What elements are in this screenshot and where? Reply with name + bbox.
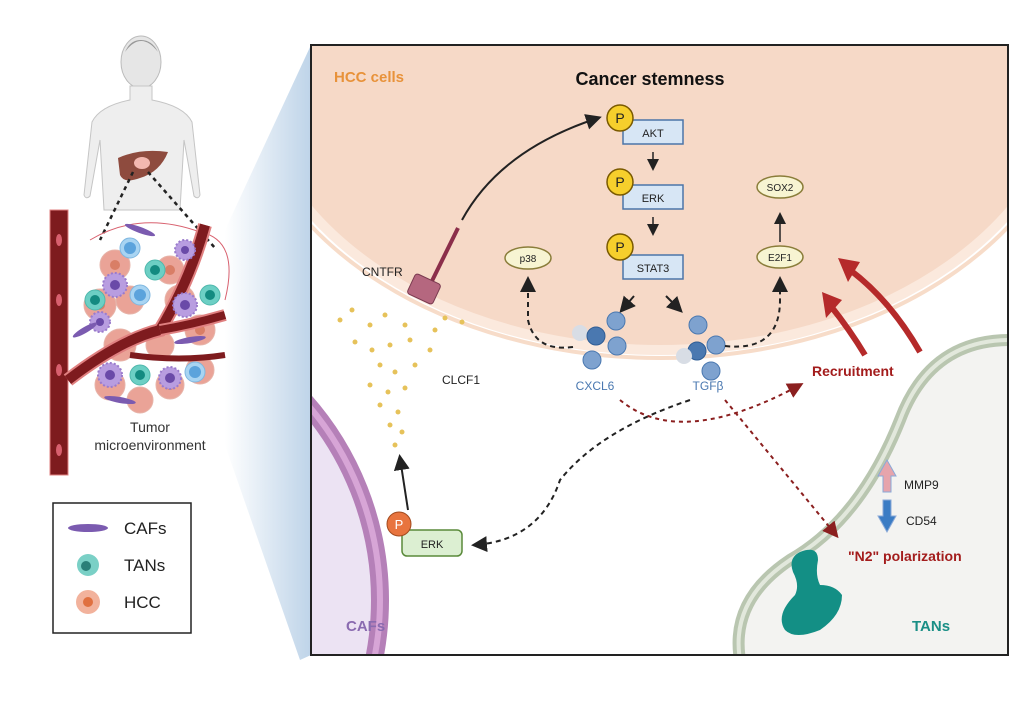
svg-text:p38: p38: [520, 254, 537, 265]
n2-polarization-label: "N2" polarization: [848, 548, 962, 564]
cxcl6-to-recruitment-arrow: [619, 383, 804, 423]
caf-cell-body: [311, 408, 380, 655]
tgfb-to-e2f1-arrow: [724, 276, 788, 348]
cntfr-to-akt-arrow: [461, 114, 602, 221]
cntfr-receptor-stalk: [428, 227, 460, 286]
tumor-microenvironment-illustration: [49, 209, 230, 476]
akt-node: AKT P: [606, 104, 684, 145]
legend: CAFs TANs HCC: [52, 502, 192, 634]
clcf1-label: CLCF1: [442, 373, 480, 387]
recruitment-arrow-2: [848, 267, 923, 354]
tme-label-2: microenvironment: [94, 437, 205, 453]
phospho-icon: [386, 511, 412, 537]
cntfr-label: CNTFR: [362, 265, 403, 279]
cd54-down-arrow-icon: [877, 499, 897, 534]
cd54-label: CD54: [906, 514, 937, 528]
clcf1-particles: [337, 307, 465, 448]
cntfr-receptor-icon: [407, 273, 441, 305]
svg-text:ERK: ERK: [642, 193, 665, 205]
mmp9-label: MMP9: [904, 478, 939, 492]
tgfb-molecules: [676, 315, 726, 381]
stat3-node: STAT3 P: [606, 233, 684, 280]
main-panel-frame: [310, 44, 1009, 656]
legend-label-cafs: CAFs: [124, 519, 167, 538]
caf-spindle-icon: [68, 524, 108, 532]
cxcl6-to-p38-arrow: [520, 276, 574, 349]
erk-node: ERK P: [606, 168, 684, 210]
cafs-label: CAFs: [346, 618, 385, 635]
hcc-cell-icon: [76, 590, 100, 614]
svg-text:STAT3: STAT3: [637, 263, 670, 275]
human-body-icon: [83, 35, 201, 211]
cancer-stemness-title: Cancer stemness: [575, 69, 724, 89]
zoom-line-right: [147, 171, 216, 249]
tan-cell-icon: [77, 554, 99, 576]
svg-text:ERK: ERK: [421, 539, 444, 551]
hcc-cells-label: HCC cells: [334, 69, 404, 86]
legend-label-tans: TANs: [124, 556, 165, 575]
tme-label-1: Tumor: [130, 419, 170, 435]
mmp9-up-arrow-icon: [877, 458, 897, 493]
phospho-icon: [606, 168, 634, 196]
tgfb-to-caf-erk-arrow: [471, 399, 691, 553]
liver-icon: [118, 150, 168, 181]
tan-nucleus-icon: [781, 549, 842, 635]
svg-text:P: P: [615, 110, 624, 126]
svg-text:P: P: [615, 174, 624, 190]
p38-node: p38: [504, 246, 552, 270]
caf-erk-node: ERK P: [386, 511, 463, 557]
svg-text:SOX2: SOX2: [767, 183, 794, 194]
svg-text:P: P: [615, 239, 624, 255]
sox2-node: SOX2: [756, 175, 804, 199]
cxcl6-molecules: [572, 311, 627, 370]
cxcl6-label: CXCL6: [576, 379, 615, 393]
tgfb-label: TGFβ: [693, 379, 724, 393]
stat3-to-cxcl6-arrow: [619, 295, 636, 314]
legend-label-hcc: HCC: [124, 593, 161, 612]
svg-text:P: P: [395, 517, 404, 532]
tans-label: TANs: [912, 618, 950, 635]
recruitment-label: Recruitment: [812, 363, 894, 379]
phospho-icon: [606, 104, 634, 132]
tgfb-to-n2-arrow: [724, 399, 839, 539]
svg-text:AKT: AKT: [642, 128, 664, 140]
zoom-wedge: [225, 45, 311, 660]
e2f1-node: E2F1: [756, 245, 804, 269]
svg-text:E2F1: E2F1: [768, 253, 792, 264]
phospho-icon: [606, 233, 634, 261]
erk-to-clcf1-arrow: [393, 454, 410, 511]
stat3-to-tgfb-arrow: [665, 295, 683, 313]
